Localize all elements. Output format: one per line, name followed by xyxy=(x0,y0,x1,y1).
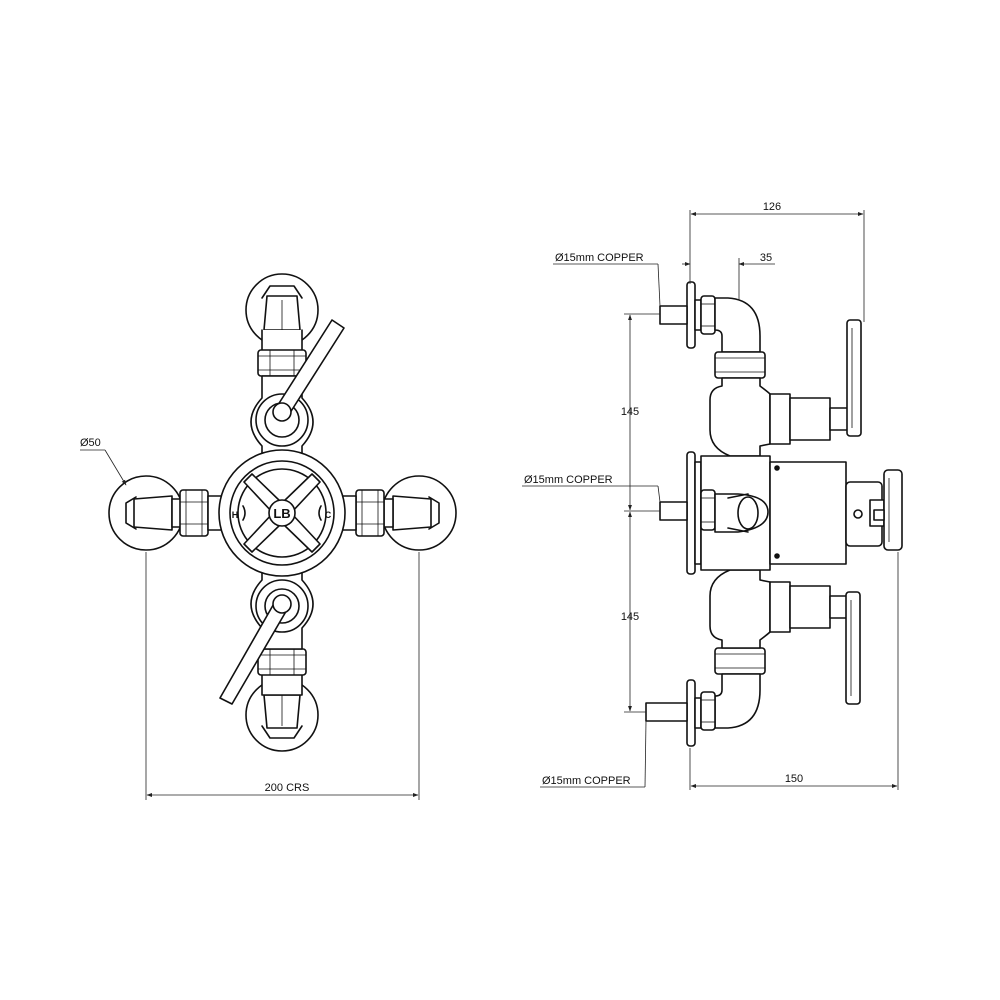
handle-monogram: LB xyxy=(273,506,290,521)
top-pipe xyxy=(261,329,303,353)
middle-nut xyxy=(700,489,769,533)
crs-dimension: 200 CRS xyxy=(145,552,420,800)
width-label: 150 xyxy=(785,773,803,785)
hot-marker: H xyxy=(232,510,239,520)
lower-lever-side xyxy=(845,591,861,705)
top-elbow xyxy=(700,295,761,353)
cold-marker: C xyxy=(325,510,332,520)
top-copper-pipe xyxy=(659,305,688,325)
offset-label: 35 xyxy=(760,252,772,264)
copper-mid-label: Ø15mm COPPER xyxy=(524,474,613,486)
offset-dimension: 35 xyxy=(682,252,775,300)
hot-arc xyxy=(242,505,246,521)
spacing-top-label: 145 xyxy=(621,406,639,418)
bottom-copper-pipe xyxy=(645,702,688,722)
upper-lever-side xyxy=(846,319,862,437)
side-view: 126 35 145 145 150 xyxy=(522,201,903,790)
top-side-nut xyxy=(714,351,766,379)
depth-label: 126 xyxy=(763,201,781,213)
copper-top-label: Ø15mm COPPER xyxy=(555,252,644,264)
upper-valve-body xyxy=(709,377,771,457)
right-wall-plate xyxy=(381,475,457,551)
spacing-top-dimension: 145 xyxy=(621,313,660,512)
copper-bottom-label: Ø15mm COPPER xyxy=(542,775,631,787)
depth-dimension: 126 xyxy=(689,201,865,322)
top-wall-flange xyxy=(686,281,702,349)
bottom-side-nut xyxy=(714,647,766,675)
lower-valve-body xyxy=(709,569,771,649)
middle-wall-flange xyxy=(686,451,702,575)
crosshead-side xyxy=(873,469,903,551)
front-view: LB H C Ø50 200 CRS xyxy=(80,273,457,800)
left-nut xyxy=(179,489,209,537)
crs-label: 200 CRS xyxy=(265,782,310,794)
cold-arc xyxy=(318,505,322,521)
bottom-wall-flange xyxy=(686,679,702,747)
lower-cartridge xyxy=(769,581,849,633)
diameter-label: Ø50 xyxy=(80,437,101,449)
copper-top-callout: Ø15mm COPPER xyxy=(553,252,661,307)
upper-cartridge xyxy=(769,393,849,445)
thermostatic-cartridge xyxy=(769,461,885,565)
middle-copper-pipe xyxy=(659,501,688,521)
spacing-bottom-dimension: 145 xyxy=(621,511,646,713)
diameter-dimension: Ø50 xyxy=(80,437,127,486)
copper-bottom-callout: Ø15mm COPPER xyxy=(540,720,647,788)
right-pipe xyxy=(383,498,394,528)
width-dimension: 150 xyxy=(689,552,899,790)
bottom-nut xyxy=(257,648,307,676)
crosshead-handle: LB xyxy=(243,473,321,553)
copper-mid-callout: Ø15mm COPPER xyxy=(522,474,661,503)
right-nut xyxy=(355,489,385,537)
bottom-pipe xyxy=(261,673,303,696)
spacing-bottom-label: 145 xyxy=(621,611,639,623)
bottom-elbow xyxy=(700,673,761,731)
